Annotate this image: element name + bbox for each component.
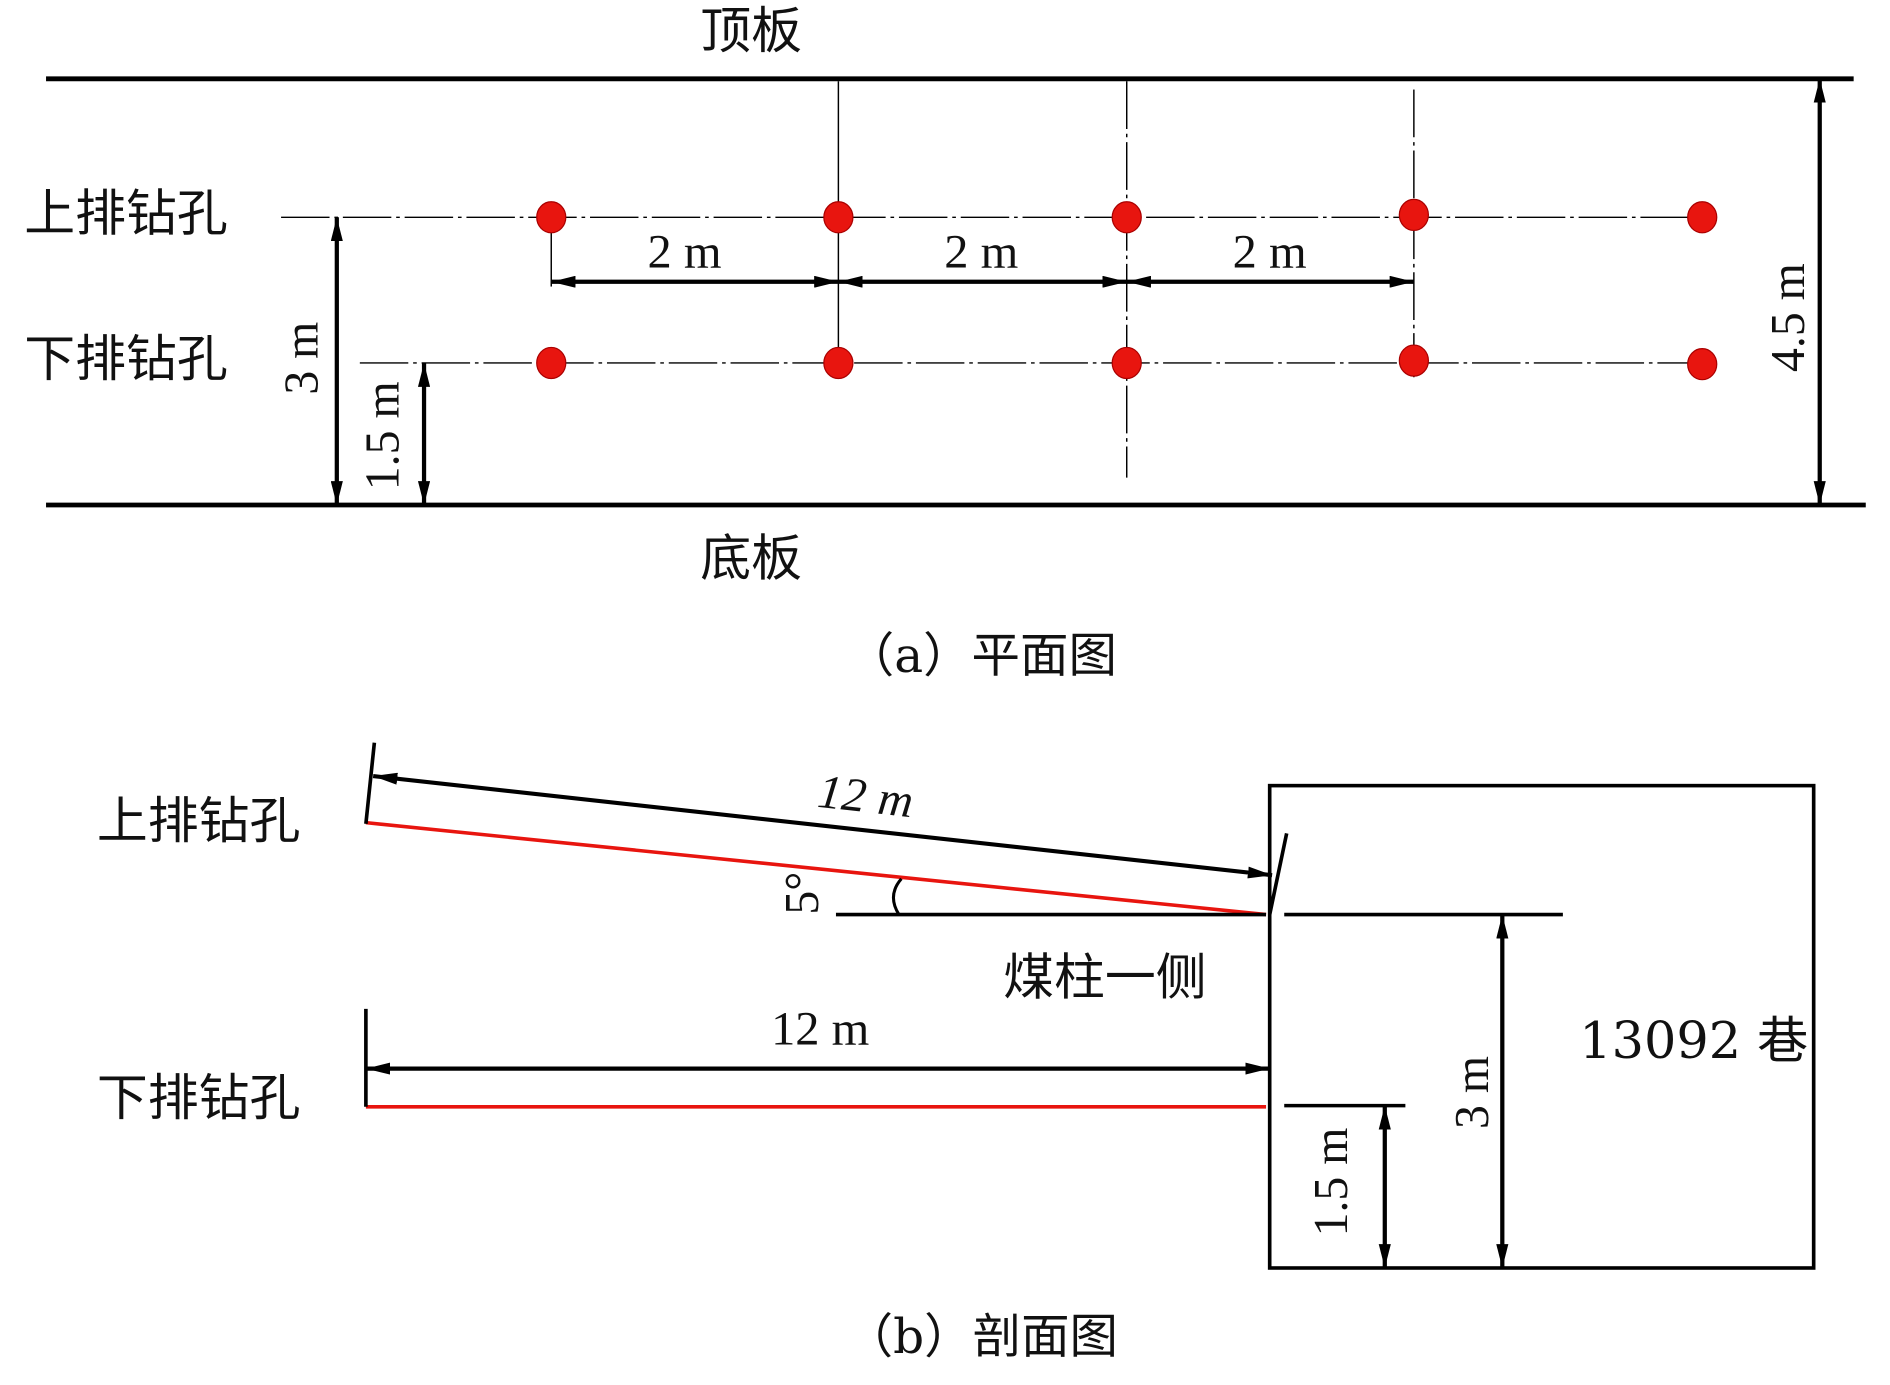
- upper-row-label: 上排钻孔: [24, 184, 227, 243]
- upper-row-holes: [536, 198, 1718, 234]
- section-caption: （b）剖面图: [845, 1309, 1118, 1365]
- lower-row-label: 下排钻孔: [24, 329, 227, 388]
- roadway-13092: [1267, 783, 1816, 1270]
- spacing-label: 2 m: [647, 226, 721, 279]
- borehole: [1687, 201, 1718, 234]
- extension-line: [1267, 833, 1289, 915]
- spacing-label: 2 m: [1233, 226, 1307, 279]
- section-view: 13092 巷 上排钻孔 下排钻孔 12 m 12 m 5° 煤柱一侧 3 m …: [97, 742, 1816, 1365]
- extension-line: [364, 742, 377, 825]
- plan-view: 顶板 底板 上排钻孔 下排钻孔 2 m 2 m 2 m 3 m 1.5 m 4.…: [24, 1, 1866, 684]
- lower-height-label: 1.5 m: [356, 381, 409, 490]
- upper-row-label: 上排钻孔: [97, 792, 300, 851]
- floor-label: 底板: [700, 529, 802, 588]
- roadway-label: 13092 巷: [1579, 1011, 1808, 1070]
- borehole: [1398, 344, 1430, 377]
- upper-height-label: 3 m: [275, 322, 328, 395]
- upper-length-arrow: [372, 772, 1273, 879]
- lower-height-label: 1.5 m: [1305, 1128, 1358, 1237]
- angle-arc: [891, 877, 903, 916]
- upper-length-label: 12 m: [815, 765, 916, 828]
- plan-caption: （a）平面图: [846, 629, 1117, 685]
- spacing-label: 2 m: [944, 226, 1018, 279]
- borehole: [1111, 201, 1142, 234]
- lower-row-holes: [536, 344, 1718, 381]
- angle-label: 5°: [775, 872, 828, 915]
- borehole: [536, 346, 567, 380]
- roof-label: 顶板: [700, 1, 802, 60]
- borehole: [1398, 198, 1430, 232]
- lower-row-label: 下排钻孔: [97, 1069, 300, 1128]
- upper-height-label: 3 m: [1445, 1056, 1498, 1129]
- borehole: [823, 201, 854, 234]
- pillar-side-label: 煤柱一侧: [1003, 948, 1206, 1007]
- borehole: [1111, 346, 1142, 380]
- borehole: [823, 346, 854, 380]
- roadway-height-label: 4.5 m: [1762, 263, 1815, 372]
- lower-length-label: 12 m: [771, 1003, 869, 1056]
- borehole: [536, 201, 567, 234]
- borehole: [1687, 348, 1718, 381]
